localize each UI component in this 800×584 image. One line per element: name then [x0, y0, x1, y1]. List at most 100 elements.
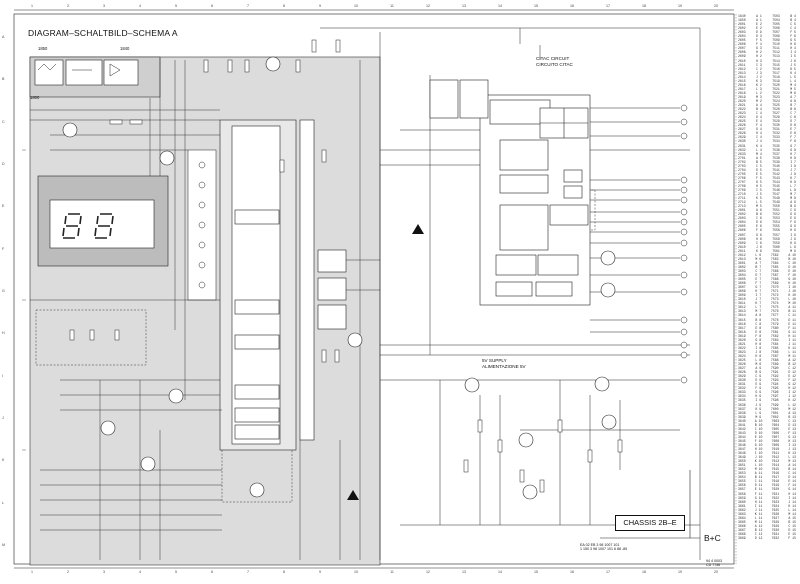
- reference-cell: E 10: [788, 268, 796, 273]
- reference-cell: L 8: [790, 188, 796, 193]
- reference-cell: J 5: [756, 192, 762, 197]
- reference-cell: D 7: [755, 273, 762, 277]
- reference-cell: H 6: [756, 236, 762, 241]
- reference-cell: 2706: [738, 175, 746, 180]
- reference-cell: H 14: [788, 491, 796, 496]
- reference-cell: A 12: [788, 357, 796, 362]
- reference-cell: B 7: [790, 103, 796, 108]
- reference-cell: 7548: [772, 196, 780, 201]
- reference-cell: 7597: [770, 394, 779, 399]
- reference-cell: D 4: [756, 115, 762, 120]
- reference-cell: 7525: [772, 103, 780, 108]
- reference-cell: M 11: [754, 519, 763, 524]
- column-number: 8: [283, 4, 285, 8]
- reference-cell: D 11: [788, 317, 796, 322]
- reference-cell: G 10: [788, 277, 796, 282]
- chassis-label: CHASSIS 2B–E: [615, 515, 685, 531]
- reference-cell: D 9: [755, 378, 762, 383]
- reference-cell: L 3: [756, 86, 762, 91]
- column-number: 15: [534, 4, 538, 8]
- reference-cell: 2707: [738, 179, 746, 184]
- reference-cell: 3610: [738, 297, 746, 302]
- reference-cell: 7599: [770, 402, 779, 407]
- reference-cell: 3652: [738, 467, 746, 472]
- reference-cell: E 2: [756, 22, 762, 27]
- reference-cell: M 7: [755, 309, 762, 314]
- reference-cell: L 14: [788, 507, 796, 512]
- reference-cell: I 10: [788, 285, 796, 290]
- reference-cell: 7529: [772, 119, 780, 124]
- reference-cell: 7544: [772, 179, 780, 184]
- reference-cell: 2607: [738, 46, 746, 51]
- reference-cell: M 10: [788, 301, 796, 306]
- reference-cell: 2803: [738, 216, 746, 221]
- diagram-title: DIAGRAM–SCHALTBILD–SCHEMA A: [28, 28, 178, 38]
- supply-wiring: [400, 380, 700, 526]
- reference-cell: 7532: [772, 131, 780, 136]
- reference-cell: 7555: [772, 224, 780, 229]
- reference-cell: 3640: [738, 418, 746, 423]
- reference-cell: L 13: [788, 455, 796, 460]
- reference-cell: H 10: [754, 447, 763, 452]
- reference-cell: M 4: [790, 82, 796, 87]
- reference-cell: A 1: [756, 18, 762, 23]
- reference-cell: D 11: [754, 483, 763, 488]
- reference-cell: 3627: [738, 366, 746, 371]
- reference-cell: 3633: [738, 390, 746, 395]
- reference-cell: E 2: [756, 26, 762, 31]
- reference-cell: H 7: [755, 289, 762, 294]
- reference-cell: 7584: [770, 341, 779, 346]
- reference-cell: 7517: [772, 70, 780, 75]
- board-ref-1800: 1800: [30, 95, 40, 100]
- reference-cell: A 12: [754, 523, 763, 528]
- reference-cell: B 5: [756, 159, 762, 164]
- reference-cell: I 9: [755, 398, 762, 403]
- reference-cell: 7622: [771, 495, 780, 500]
- reference-cell: C 13: [788, 418, 796, 423]
- reference-cell: 7528: [772, 115, 780, 120]
- footer-note-line: EA 02 EB 3 98 1007 101: [580, 543, 620, 547]
- reference-cell: 7613: [771, 459, 780, 464]
- reference-cell: M 7: [790, 192, 796, 197]
- drawing-code: 94 4 0003 CD 7736: [706, 559, 722, 567]
- reference-cell: H 13: [788, 438, 796, 443]
- reference-cell: I 5: [756, 188, 762, 193]
- reference-cell: B 8: [755, 317, 762, 322]
- reference-cell: E 11: [754, 487, 763, 492]
- reference-cell: 2713: [738, 204, 746, 209]
- reference-cell: 7527: [772, 111, 780, 116]
- board-ref-1840: 1840: [120, 46, 130, 51]
- reference-cell: K 4: [756, 143, 762, 148]
- reference-cell: 7534: [772, 139, 780, 144]
- column-number: 3: [103, 4, 105, 8]
- reference-cell: 3634: [738, 394, 746, 399]
- reference-cell: L 4: [756, 147, 762, 152]
- reference-cell: 7575: [770, 305, 779, 310]
- reference-cell: I 3: [756, 62, 762, 67]
- reference-cell: J 12: [788, 394, 796, 399]
- reference-cell: 7585: [770, 345, 779, 350]
- reference-cell: 7580: [770, 325, 779, 330]
- reference-cell: 7562: [770, 252, 779, 257]
- reference-cell: 7579: [770, 321, 779, 326]
- reference-cell: 7619: [771, 483, 780, 488]
- reference-cell: L 10: [788, 297, 796, 302]
